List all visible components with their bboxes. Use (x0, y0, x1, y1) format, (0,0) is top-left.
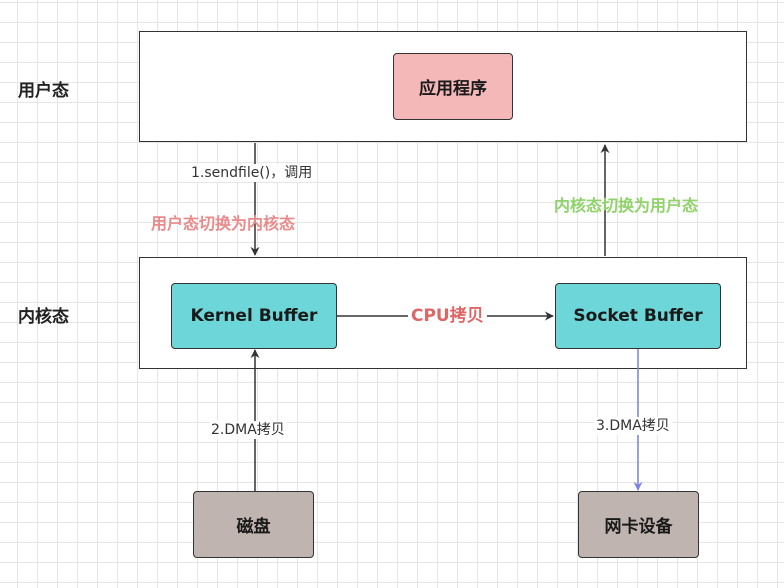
kernel-to-user-switch-label: 内核态切换为用户态 (554, 196, 699, 215)
kernel-space-label: 内核态 (18, 307, 69, 327)
sendfile-call-label: 1.sendfile()，调用 (189, 164, 315, 182)
socket-buffer-node: Socket Buffer (555, 283, 721, 349)
application-node: 应用程序 (393, 53, 513, 120)
kernel-buffer-node: Kernel Buffer (171, 283, 337, 349)
cpu-copy-label: CPU拷贝 (408, 306, 487, 326)
user-space-label: 用户态 (18, 81, 69, 101)
user-to-kernel-switch-label: 用户态切换为内核态 (151, 214, 296, 233)
dma-copy-disk-label: 2.DMA拷贝 (209, 421, 287, 439)
dma-copy-nic-label: 3.DMA拷贝 (594, 417, 672, 435)
disk-node: 磁盘 (193, 491, 314, 558)
nic-node: 网卡设备 (578, 491, 699, 558)
